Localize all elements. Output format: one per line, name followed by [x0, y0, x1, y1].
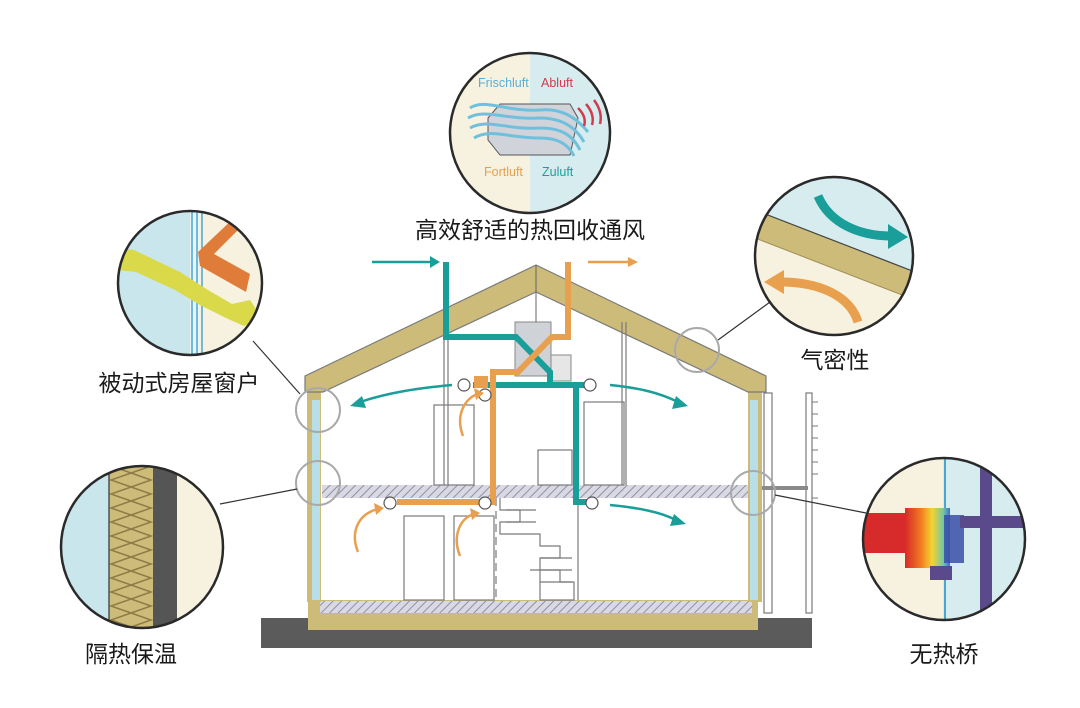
insulation-label: 隔热保温 — [85, 642, 177, 668]
house — [261, 264, 818, 648]
window-detail — [116, 209, 264, 357]
exhaust-air-label: Abluft — [541, 76, 573, 90]
vents — [383, 378, 599, 510]
right-cladding — [763, 392, 773, 614]
insulation-detail — [59, 464, 225, 630]
airflow-arrows — [350, 256, 688, 557]
ventilation-label: 高效舒适的热回收通风 — [415, 218, 645, 244]
airtightness-detail — [753, 175, 915, 337]
right-wall-glass — [750, 400, 758, 600]
ground-floor-slab — [320, 601, 752, 613]
detail-markers — [295, 327, 776, 516]
fresh-air-label: Frischluft — [478, 76, 529, 90]
staircase — [499, 498, 575, 601]
airtightness-label: 气密性 — [801, 348, 870, 374]
no-thermal-bridge-label: 无热桥 — [910, 642, 979, 668]
balcony-post — [805, 392, 813, 614]
supply-air-label: Zuluft — [542, 165, 574, 179]
thermal-bridge-detail — [861, 456, 1027, 622]
windows-label: 被动式房屋窗户 — [99, 371, 260, 397]
left-wall-glass — [312, 400, 320, 600]
exhaust-duct — [397, 262, 571, 505]
heat-exchanger-detail: Frischluft Abluft Fortluft Zuluft — [448, 51, 612, 215]
leader-lines — [219, 301, 867, 514]
outgoing-air-label: Fortluft — [484, 165, 523, 179]
upper-floor-slab — [322, 485, 748, 498]
